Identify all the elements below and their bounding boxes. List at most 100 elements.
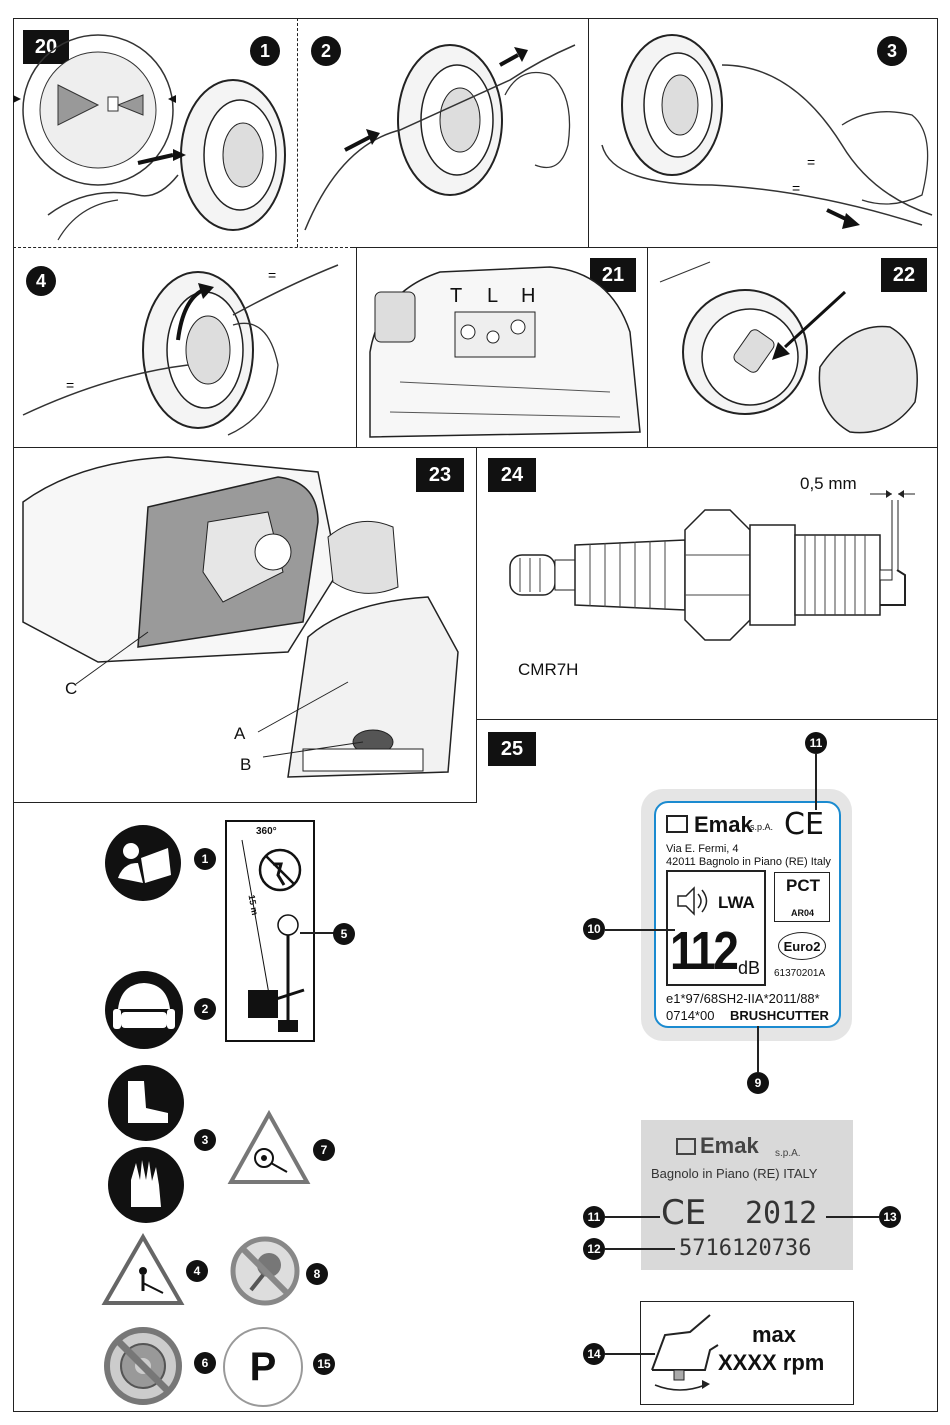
step-4: 4 <box>26 266 56 296</box>
spark-plug-illustration <box>509 490 915 641</box>
leader-line <box>826 1216 879 1218</box>
noise-value: 112 <box>670 921 739 981</box>
figure-number-24: 24 <box>488 458 536 492</box>
callout-13: 13 <box>879 1206 901 1228</box>
speaker-icon <box>677 886 708 916</box>
dashed-divider <box>297 18 298 247</box>
spark-plug-model: CMR7H <box>518 660 579 679</box>
pct-box <box>774 872 830 922</box>
figure-number-23: 23 <box>416 458 464 492</box>
leader-line <box>605 1216 660 1218</box>
label-l: L <box>487 285 499 307</box>
label2-brand-suffix: s.p.A. <box>775 1148 801 1159</box>
dashed-divider <box>13 247 353 248</box>
ce-mark-icon: CE <box>661 1193 707 1233</box>
pct-code: AR04 <box>791 908 815 918</box>
callout-4: 4 <box>186 1260 208 1282</box>
callout-6: 6 <box>194 1352 216 1374</box>
safety-distance-sign <box>225 820 315 1042</box>
divider <box>356 247 357 448</box>
gloves-icon <box>108 1147 184 1223</box>
approval-line1: e1*97/68SH2-IIA*2011/88* <box>666 991 820 1006</box>
leader-line <box>757 1026 759 1072</box>
callout-14: 14 <box>583 1343 605 1365</box>
trimmer-head-step1-illustration <box>13 34 286 241</box>
trimmer-head-step3-illustration: = = <box>601 34 933 229</box>
step-2: 2 <box>311 36 341 66</box>
trimmer-head-step4-illustration: = = <box>22 264 339 436</box>
callout-15: 15 <box>313 1353 335 1375</box>
euro2-badge: Euro2 <box>778 932 826 960</box>
page-frame <box>13 18 938 1412</box>
label2-address: Bagnolo in Piano (RE) ITALY <box>651 1166 818 1181</box>
callout-3: 3 <box>194 1129 216 1151</box>
thrown-objects-warning-icon <box>101 1232 185 1305</box>
rotating-blade-warning-icon <box>227 1109 311 1184</box>
label2-brand: Emak <box>700 1133 759 1158</box>
callout-8: 8 <box>306 1263 328 1285</box>
callout-1: 1 <box>194 848 216 870</box>
svg-text:=: = <box>792 180 800 196</box>
pct-mark-icon: PCT <box>786 876 820 895</box>
leader-line <box>815 754 817 810</box>
no-blade-icon <box>104 1327 182 1405</box>
leader-line <box>605 1248 675 1250</box>
callout-7: 7 <box>313 1139 335 1161</box>
approval-line2: 0714*00 <box>666 1008 715 1023</box>
emak-logo-icon <box>676 1138 696 1155</box>
rpm-max: max <box>752 1322 797 1347</box>
divider <box>476 447 477 802</box>
gap-measure: 0,5 mm <box>800 474 857 493</box>
figure-number-22: 22 <box>881 258 927 292</box>
figure-number-20: 20 <box>23 30 69 64</box>
carburetor-illustration <box>369 266 641 438</box>
divider <box>13 802 477 803</box>
leader-line <box>605 1353 655 1355</box>
ear-eye-protection-icon <box>105 971 183 1049</box>
engine-cover-illustration <box>22 456 459 778</box>
fuel-cap-illustration <box>659 261 918 434</box>
leader-line <box>300 932 334 934</box>
serial-number: 5716120736 <box>679 1236 812 1261</box>
label-t: T <box>450 285 463 307</box>
label1-brand: Emak <box>694 812 753 837</box>
divider <box>476 719 938 720</box>
divider <box>647 247 648 448</box>
lwa-label: LWA <box>718 893 755 912</box>
callout-11: 11 <box>805 732 827 754</box>
divider <box>13 247 938 248</box>
svg-text:=: = <box>268 267 276 283</box>
svg-text:=: = <box>807 154 815 170</box>
label1-code: 61370201A <box>774 968 826 979</box>
trimmer-head-step2-illustration <box>304 44 576 231</box>
step-1: 1 <box>250 36 280 66</box>
divider <box>588 18 589 247</box>
label-h: H <box>521 285 536 307</box>
leader-line <box>605 929 675 931</box>
figure-number-21: 21 <box>590 258 636 292</box>
callout-2: 2 <box>194 998 216 1020</box>
rotation-degrees: 360° <box>256 826 277 837</box>
label1-brand-suffix: s.p.A. <box>750 822 774 832</box>
label-a: A <box>234 724 246 743</box>
noise-box <box>666 870 766 986</box>
noise-unit: dB <box>738 958 761 978</box>
label-c: C <box>65 679 78 698</box>
label-b: B <box>240 755 252 774</box>
callout-12: 12 <box>583 1238 605 1260</box>
callout-11: 11 <box>583 1206 605 1228</box>
emission-label <box>654 801 841 1028</box>
machine-type: BRUSHCUTTER <box>730 1008 829 1023</box>
safety-distance-diagram <box>241 839 305 1032</box>
read-manual-icon <box>105 825 181 901</box>
no-saw-blade-icon <box>230 1236 300 1306</box>
step-3: 3 <box>877 36 907 66</box>
emak-logo-icon <box>666 815 688 833</box>
callout-9: 9 <box>747 1072 769 1094</box>
label1-address2: 42011 Bagnolo in Piano (RE) Italy <box>666 856 831 868</box>
label1-address1: Via E. Fermi, 4 <box>666 843 739 855</box>
production-year: 2012 <box>745 1196 818 1231</box>
rpm-value: XXXX rpm <box>718 1350 825 1375</box>
divider <box>13 447 938 448</box>
spindle-icon <box>651 1314 719 1391</box>
